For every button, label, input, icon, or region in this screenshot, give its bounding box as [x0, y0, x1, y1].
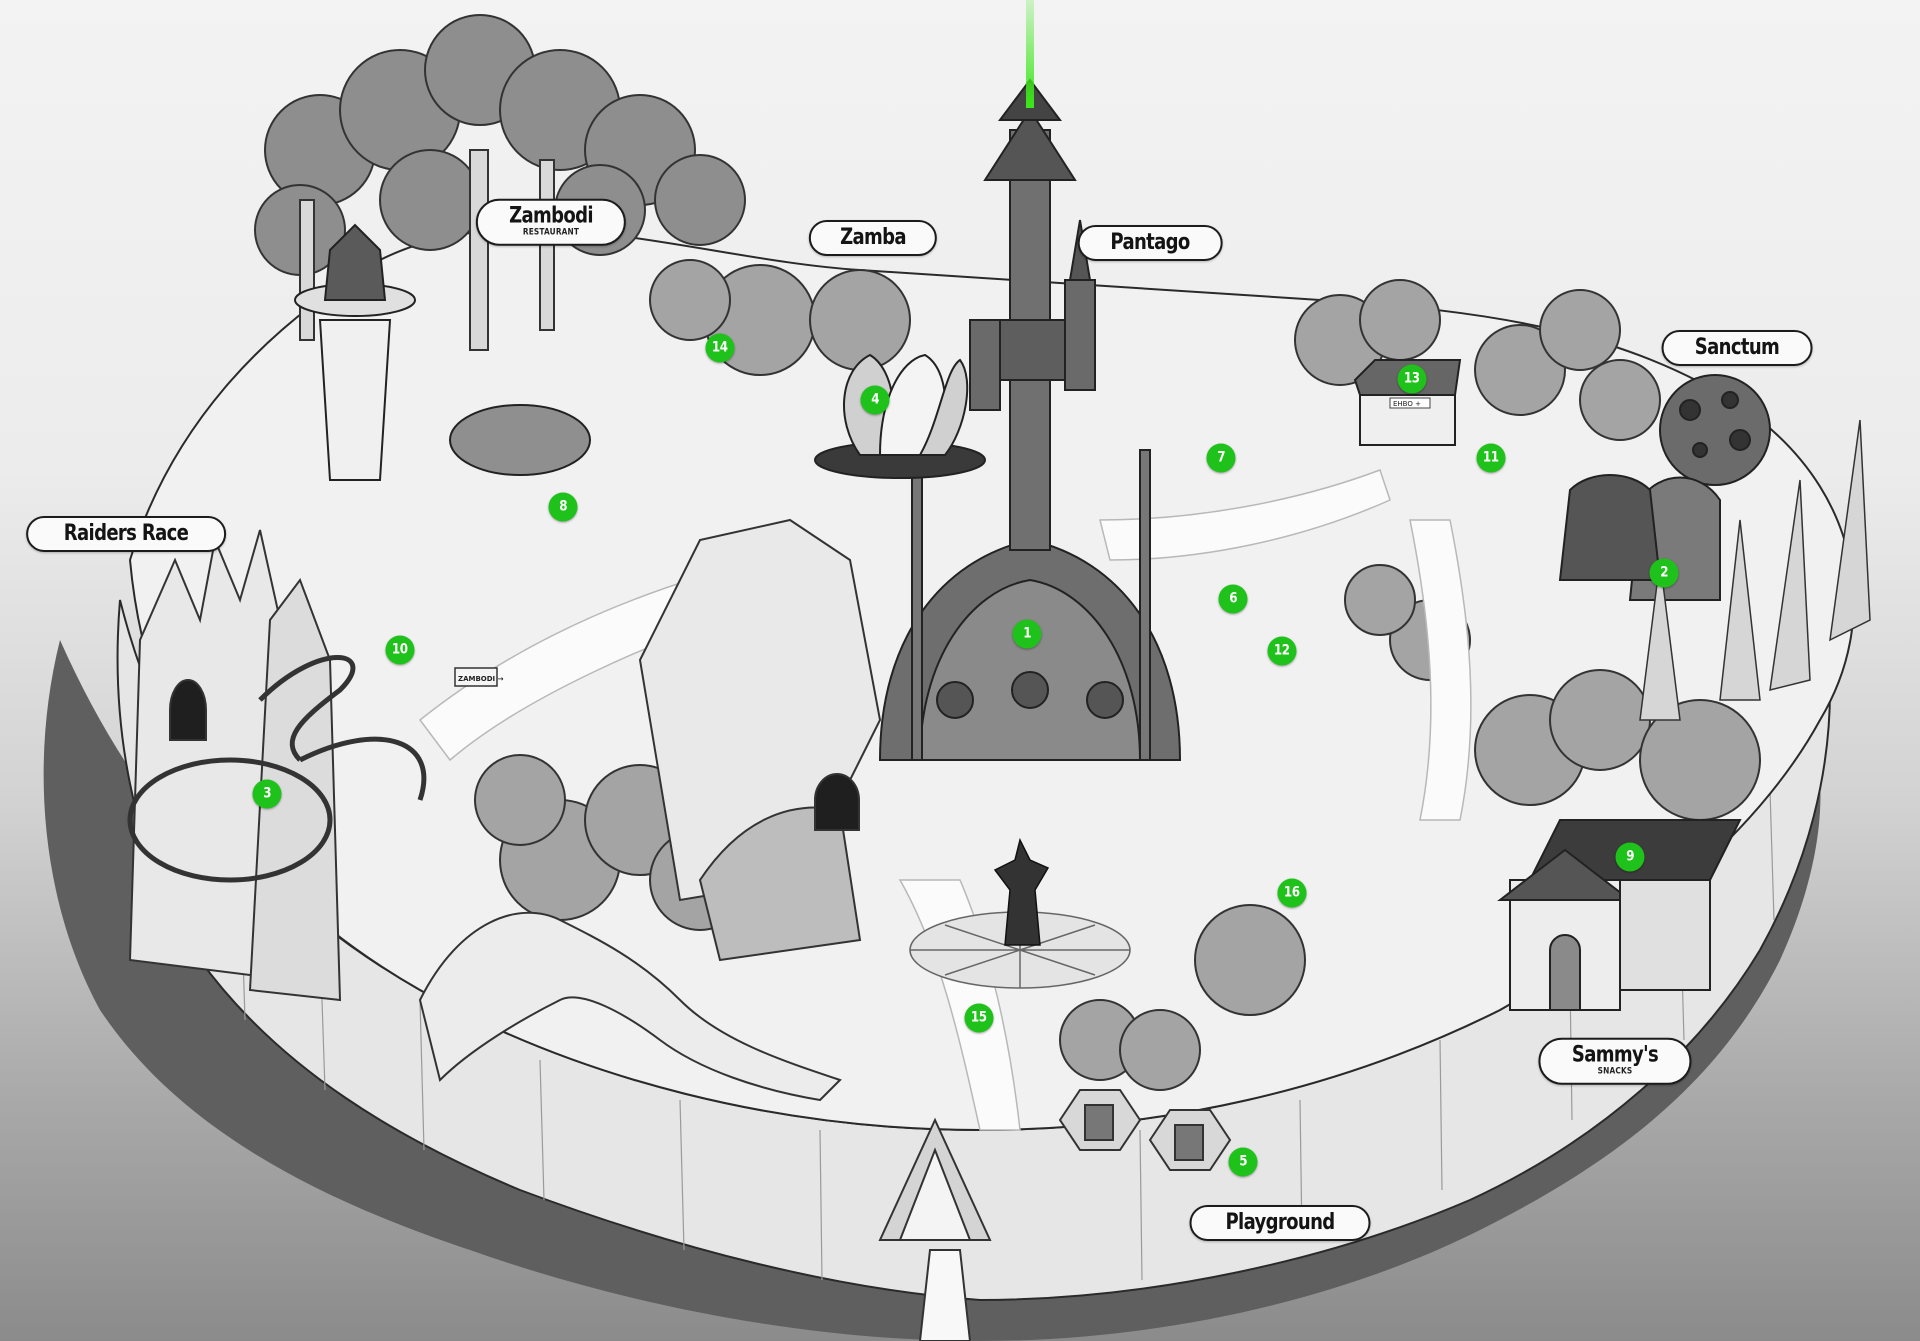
area-label-name: Sanctum — [1694, 334, 1780, 360]
zambodi-signpost: ZAMBODI → — [454, 667, 504, 687]
map-marker-2[interactable]: 2 — [1649, 558, 1679, 588]
roller-coaster-track — [127, 655, 427, 883]
green-light-beam — [1026, 0, 1034, 108]
first-aid-sign-text: EHBO + — [1393, 400, 1421, 408]
area-label-name: Sammy's — [1571, 1042, 1659, 1068]
map-marker-7[interactable]: 7 — [1206, 443, 1236, 473]
marker-number: 2 — [1660, 564, 1668, 581]
zambodi-tower — [294, 223, 591, 481]
marker-number: 8 — [559, 498, 567, 515]
map-marker-5[interactable]: 5 — [1228, 1147, 1258, 1177]
map-marker-16[interactable]: 16 — [1277, 878, 1307, 908]
map-marker-4[interactable]: 4 — [860, 385, 890, 415]
playground-structures — [1058, 1089, 1232, 1171]
area-label-pantago[interactable]: Pantago — [1077, 224, 1223, 262]
sanctum-buildings — [1558, 374, 1771, 601]
root-tree — [418, 911, 842, 1102]
map-marker-11[interactable]: 11 — [1476, 443, 1506, 473]
map-marker-6[interactable]: 6 — [1218, 584, 1248, 614]
area-label-name: Raiders Race — [63, 520, 189, 546]
compass-plaza — [909, 911, 1131, 989]
area-label-name: Zamba — [840, 224, 907, 250]
map-marker-3[interactable]: 3 — [252, 779, 282, 809]
sanctum-crystals — [1639, 419, 1871, 721]
marker-number: 14 — [712, 339, 728, 356]
raiders-race-rocks — [128, 529, 342, 1002]
marker-number: 9 — [1626, 848, 1634, 865]
marker-number: 3 — [263, 785, 271, 802]
marker-number: 13 — [1404, 370, 1420, 387]
marker-number: 1 — [1023, 625, 1031, 642]
map-marker-12[interactable]: 12 — [1267, 636, 1297, 666]
map-marker-14[interactable]: 14 — [705, 333, 735, 363]
area-label-name: Zambodi — [509, 203, 594, 229]
area-label-name: Pantago — [1110, 229, 1190, 255]
area-label-subtitle: RESTAURANT — [522, 227, 580, 238]
area-label-playground[interactable]: Playground — [1189, 1204, 1371, 1242]
marker-number: 5 — [1239, 1153, 1247, 1170]
svg-text:ZAMBODI →: ZAMBODI → — [458, 675, 504, 683]
central-castle — [878, 78, 1182, 761]
marker-number: 10 — [392, 641, 408, 658]
marker-number: 6 — [1229, 590, 1237, 607]
area-label-name: Playground — [1225, 1209, 1335, 1235]
map-marker-10[interactable]: 10 — [385, 635, 415, 665]
area-label-zambodi[interactable]: Zambodi RESTAURANT — [475, 198, 627, 246]
area-label-raiders-race[interactable]: Raiders Race — [26, 515, 226, 553]
zamba-flower-stage — [814, 353, 986, 479]
area-label-zamba[interactable]: Zamba — [808, 219, 938, 257]
map-marker-13[interactable]: 13 — [1397, 364, 1427, 394]
map-marker-15[interactable]: 15 — [964, 1003, 994, 1033]
area-label-sammys[interactable]: Sammy's SNACKS — [1538, 1037, 1692, 1085]
area-label-subtitle: SNACKS — [1597, 1066, 1633, 1077]
marker-number: 4 — [871, 391, 879, 408]
marker-number: 7 — [1217, 449, 1225, 466]
marker-number: 16 — [1284, 884, 1300, 901]
map-marker-1[interactable]: 1 — [1012, 619, 1042, 649]
marker-number: 11 — [1483, 449, 1499, 466]
front-gate — [878, 1117, 992, 1341]
marker-number: 15 — [971, 1009, 987, 1026]
rock-mountain — [638, 518, 882, 962]
statue — [993, 837, 1050, 946]
map-marker-9[interactable]: 9 — [1615, 842, 1645, 872]
map-marker-8[interactable]: 8 — [548, 492, 578, 522]
marker-number: 12 — [1274, 642, 1290, 659]
area-label-sanctum[interactable]: Sanctum — [1661, 329, 1813, 367]
